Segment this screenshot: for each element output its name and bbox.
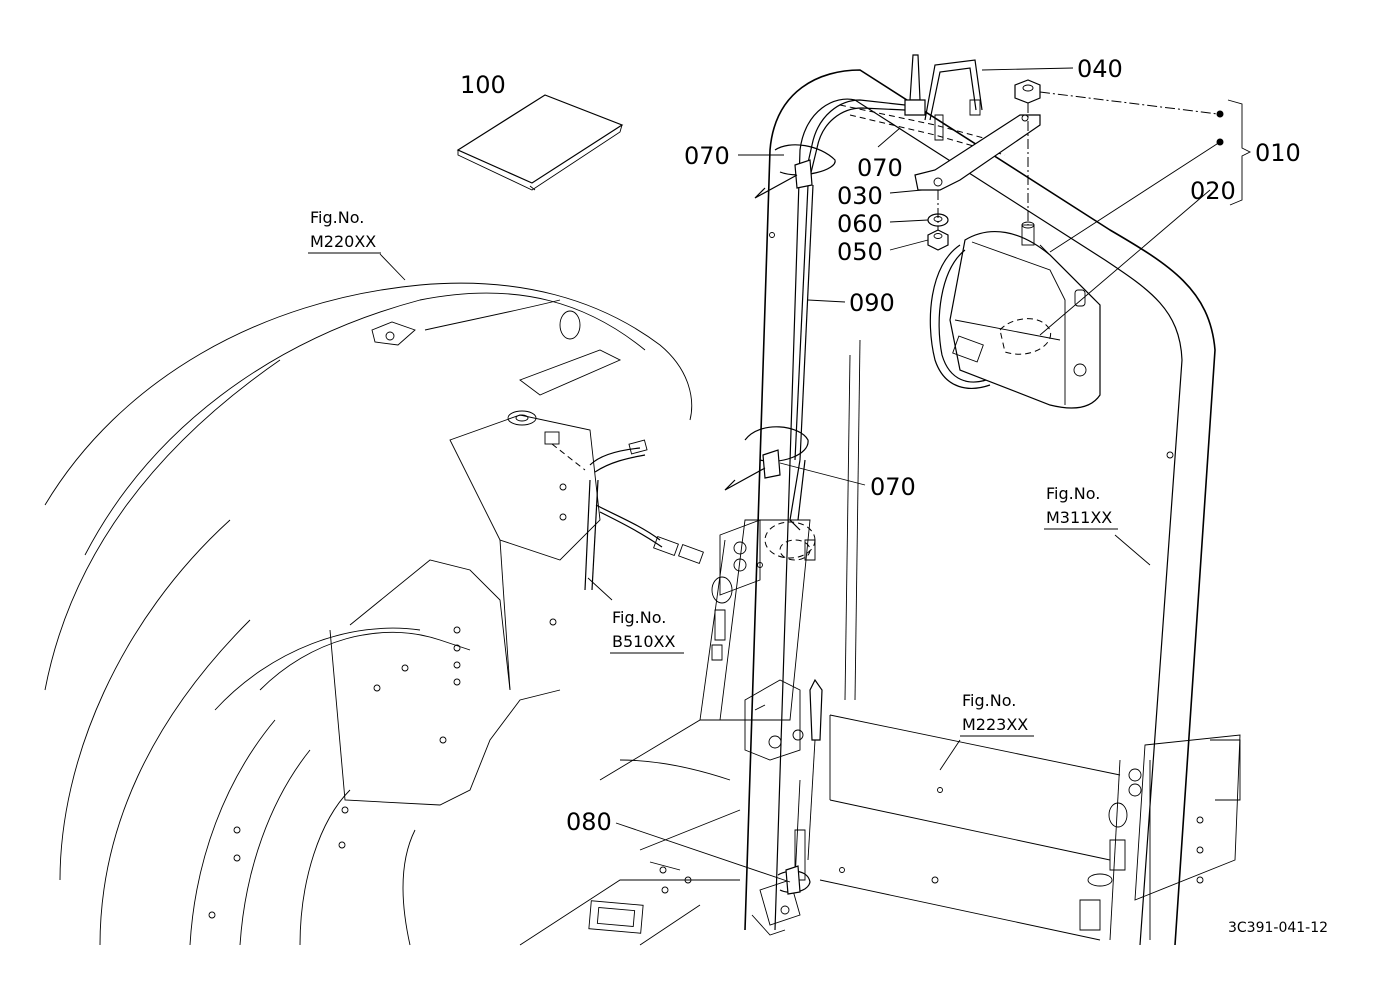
part-number-labels: 100 040 010 020 070 070 030 060 050 090 …	[460, 55, 1301, 836]
part-label-060: 060	[837, 210, 883, 238]
part-label-100: 100	[460, 71, 506, 99]
figure-ref-title: Fig.No.	[962, 691, 1016, 710]
fender-drawing	[44, 282, 704, 946]
figure-ref-code: B510XX	[612, 632, 675, 651]
figure-reference-m311xx: Fig.No. M311XX	[1044, 484, 1118, 530]
part-label-020: 020	[1190, 177, 1236, 205]
drawing-code: 3C391-041-12	[1228, 920, 1328, 936]
part-label-050: 050	[837, 238, 883, 266]
figure-ref-title: Fig.No.	[1046, 484, 1100, 503]
figure-ref-title: Fig.No.	[612, 608, 666, 627]
figure-ref-code: M220XX	[310, 232, 376, 251]
figure-ref-code: M311XX	[1046, 508, 1112, 527]
figure-reference-m223xx: Fig.No. M223XX	[960, 691, 1034, 737]
rops-frame-drawing	[519, 69, 1241, 946]
figure-reference-m220xx: Fig.No. M220XX	[308, 208, 381, 254]
part-label-010: 010	[1255, 139, 1301, 167]
part-label-040: 040	[1077, 55, 1123, 83]
figure-ref-code: M223XX	[962, 715, 1028, 734]
leader-lines	[379, 67, 1151, 883]
part-label-090: 090	[849, 289, 895, 317]
figure-reference-b510xx: Fig.No. B510XX	[610, 608, 684, 654]
operator-manual-drawing	[456, 94, 624, 191]
part-label-070-top-left: 070	[684, 142, 730, 170]
beacon-lamp-drawing	[724, 54, 1252, 895]
figure-ref-title: Fig.No.	[310, 208, 364, 227]
part-label-070-top-right: 070	[857, 154, 903, 182]
part-label-030: 030	[837, 182, 883, 210]
part-label-070-middle: 070	[870, 473, 916, 501]
part-label-080: 080	[566, 808, 612, 836]
